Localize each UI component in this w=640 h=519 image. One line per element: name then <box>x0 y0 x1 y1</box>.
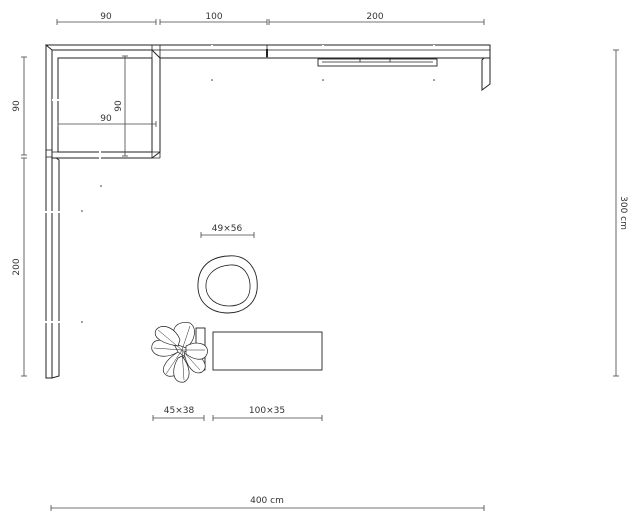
bench-dimension: 100×35 <box>212 406 323 421</box>
dimension-top-1: 90 <box>56 12 157 25</box>
dimension-right-height-label: 300 cm <box>618 196 628 230</box>
cabinet-height-label: 90 <box>114 100 124 112</box>
marker-dot <box>322 79 324 81</box>
chair-size-label: 49×56 <box>212 224 243 234</box>
lounge-chair <box>197 255 258 314</box>
plant-size-label: 45×38 <box>164 406 195 416</box>
dimension-left-lower-label: 200 <box>12 258 22 275</box>
cabinet-height-dimension: 90 <box>114 55 128 157</box>
marker-dot <box>81 321 83 323</box>
dimension-left-lower: 200 <box>12 157 27 377</box>
light-fixture <box>317 58 438 67</box>
marker-dot <box>433 79 435 81</box>
dimension-top-2: 100 <box>159 12 268 25</box>
dimension-top-3: 200 <box>268 12 485 25</box>
cabinet-width-dimension: 90 <box>57 114 157 127</box>
dimension-left-upper-label: 90 <box>12 100 22 112</box>
dimension-top-3-label: 200 <box>366 12 383 22</box>
top-shelf-right-end <box>481 57 491 91</box>
plant-dimension: 45×38 <box>152 406 205 421</box>
marker-dot <box>211 79 213 81</box>
cabinet-width-label: 90 <box>100 114 112 124</box>
bench <box>212 331 323 371</box>
dimension-top-1-label: 90 <box>100 12 112 22</box>
dimension-bottom-total-label: 400 cm <box>250 496 284 506</box>
dimension-right-height: 300 cm <box>613 49 628 377</box>
dimension-left-upper: 90 <box>12 56 27 156</box>
dimension-bottom-total: 400 cm <box>50 496 485 511</box>
chair-dimension: 49×56 <box>200 224 255 238</box>
corner-cabinet <box>51 49 161 159</box>
marker-dot <box>100 185 102 187</box>
marker-dot <box>81 210 83 212</box>
dimension-top-2-label: 100 <box>205 12 222 22</box>
bench-size-label: 100×35 <box>249 406 285 416</box>
left-wall-shelf <box>45 43 60 379</box>
potted-plant <box>151 322 208 383</box>
